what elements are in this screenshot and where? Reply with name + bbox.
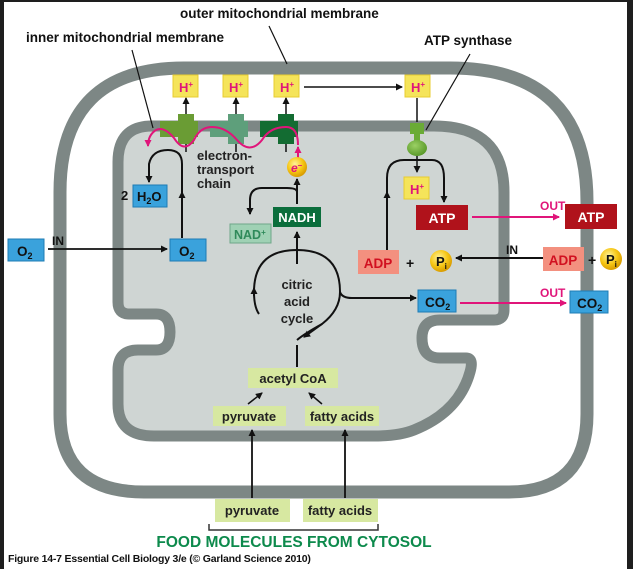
citric-acid-cycle [250, 248, 417, 341]
fatty-acids-box-inside: fatty acids [305, 406, 379, 426]
atp-synthase [407, 123, 427, 156]
o2-reduction-loop [145, 148, 183, 238]
svg-text:CO2: CO2 [577, 296, 602, 313]
proton-box: H+ [273, 74, 300, 98]
electron-ball: e– [287, 157, 307, 177]
outer-membrane-label: outer mitochondrial membrane [180, 6, 379, 21]
nadh-oxidation-loop [246, 187, 298, 215]
phosphate-ball-outside: Pi [600, 248, 622, 270]
svg-text:ADP: ADP [364, 256, 393, 271]
etc-complex-2 [210, 114, 248, 144]
plus-sign: + [406, 255, 414, 271]
adp-box-inside: ADP [358, 250, 399, 274]
o2-box-outside: O2 [7, 238, 45, 262]
co2-box-inside: CO2 [417, 289, 457, 313]
phosphate-ball-inside: Pi [430, 250, 452, 272]
atp-out-label: OUT [540, 199, 566, 213]
atp-synthase-pointer [425, 53, 471, 131]
water-coefficient: 2 [121, 188, 128, 203]
svg-text:H+: H+ [179, 80, 193, 95]
svg-text:H+: H+ [280, 80, 294, 95]
inner-membrane [112, 120, 510, 442]
svg-text:O2: O2 [179, 244, 195, 261]
figure-caption: Figure 14-7 Essential Cell Biology 3/e (… [8, 553, 311, 565]
adp-in-label: IN [506, 243, 518, 257]
proton-box-synthase: H+ [404, 74, 431, 98]
svg-text:O2: O2 [17, 244, 33, 261]
svg-text:NADH: NADH [278, 210, 316, 225]
svg-text:ADP: ADP [549, 253, 578, 268]
food-bracket [208, 524, 379, 531]
svg-text:Pi: Pi [436, 254, 447, 271]
proton-box: H+ [222, 74, 249, 98]
svg-text:H2O: H2O [137, 189, 162, 206]
atp-synthase-label: ATP synthase [424, 33, 513, 48]
fatty-acids-box-outside: fatty acids [303, 499, 378, 522]
etc-label-line2: transport [197, 162, 255, 177]
svg-text:ATP: ATP [578, 209, 605, 225]
svg-text:acetyl CoA: acetyl CoA [259, 371, 327, 386]
o2-in-label: IN [52, 234, 64, 248]
svg-text:pyruvate: pyruvate [225, 503, 279, 518]
acetyl-coa-box: acetyl CoA [248, 368, 338, 388]
o2-box-inside: O2 [169, 238, 207, 262]
pyruvate-box-inside: pyruvate [213, 406, 286, 426]
cycle-label-line3: cycle [281, 311, 314, 326]
svg-text:e–: e– [291, 161, 303, 175]
figure-canvas: outer mitochondrial membrane inner mitoc… [4, 2, 627, 569]
svg-text:pyruvate: pyruvate [222, 409, 276, 424]
cycle-label-line2: acid [284, 294, 310, 309]
svg-text:H+: H+ [410, 182, 424, 197]
plus-sign: + [588, 252, 596, 268]
food-molecules-label: FOOD MOLECULES FROM CYTOSOL [156, 534, 431, 551]
co2-out-label: OUT [540, 286, 566, 300]
svg-text:Pi: Pi [606, 252, 617, 269]
atp-synthesis-loop [386, 159, 448, 252]
outer-membrane-pointer [268, 25, 288, 65]
svg-text:H+: H+ [229, 80, 243, 95]
water-box: H2O [132, 184, 168, 208]
mitochondrion-diagram: outer mitochondrial membrane inner mitoc… [7, 6, 622, 551]
atp-box-outside: ATP [565, 204, 617, 229]
adp-box-outside: ADP [543, 247, 584, 271]
svg-text:fatty acids: fatty acids [308, 503, 372, 518]
cycle-label-line1: citric [281, 277, 312, 292]
svg-text:NAD+: NAD+ [234, 228, 266, 242]
inner-membrane-label: inner mitochondrial membrane [26, 30, 225, 45]
svg-text:fatty acids: fatty acids [310, 409, 374, 424]
inner-membrane-pointer [131, 49, 154, 129]
nad-box: NAD+ [229, 223, 272, 244]
pyruvate-box-outside: pyruvate [215, 499, 290, 522]
proton-box: H+ [172, 74, 199, 98]
proton-box-matrix: H+ [403, 176, 430, 200]
svg-text:H+: H+ [411, 80, 425, 95]
etc-label-line1: electron- [197, 148, 252, 163]
nadh-box: NADH [273, 207, 321, 227]
co2-box-outside: CO2 [569, 290, 609, 314]
etc-label-line3: chain [197, 176, 231, 191]
atp-box-inside: ATP [416, 205, 468, 230]
svg-text:ATP: ATP [429, 210, 456, 226]
svg-text:CO2: CO2 [425, 295, 450, 312]
electron-path [144, 125, 299, 149]
